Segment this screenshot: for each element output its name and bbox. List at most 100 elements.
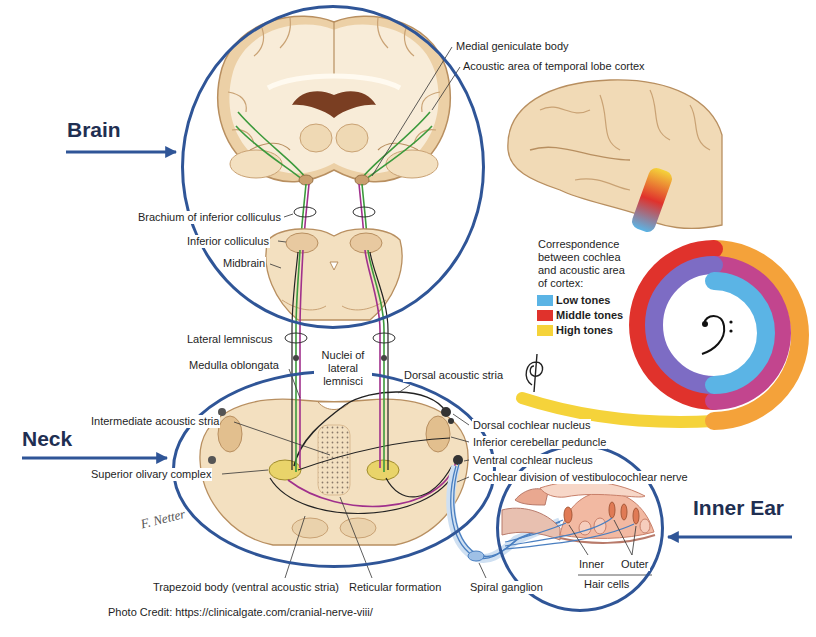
- outer-hair-cell: [633, 508, 639, 524]
- anatomy-label: Lateral lemniscus: [186, 333, 274, 346]
- gyrus-line: [575, 179, 630, 190]
- leader-line: [372, 47, 452, 176]
- auditory-radiation: [236, 126, 303, 180]
- sulcus: [228, 92, 246, 112]
- nerve-fibre: [505, 524, 634, 549]
- tract-ring: [285, 333, 307, 343]
- tone-patch: [630, 166, 674, 234]
- pyramid: [340, 518, 376, 538]
- anatomy-label: Medulla oblongata: [188, 359, 280, 372]
- bass-clef: [702, 316, 724, 354]
- auditory-radiation: [238, 112, 306, 178]
- thalamus: [336, 124, 368, 152]
- legend-text: Middle tones: [556, 309, 623, 322]
- region-heading: Neck: [22, 427, 72, 451]
- nerve-fibre: [505, 523, 566, 542]
- lemniscus-tract: [292, 252, 298, 470]
- legend-swatch: [537, 295, 553, 306]
- legend-swatch: [537, 325, 553, 336]
- tract-ring: [373, 333, 395, 343]
- outer-hair-cell: [621, 504, 627, 520]
- organ-of-corti: [560, 492, 654, 539]
- bass-clef: [702, 321, 708, 327]
- medial-geniculate: [299, 175, 313, 185]
- leader-lines: [222, 47, 652, 578]
- anatomy-label: Outer: [620, 558, 650, 571]
- nerve-fibre: [505, 518, 612, 546]
- region-circle: Neck: [172, 370, 496, 568]
- spiral-ganglion: [468, 551, 484, 561]
- cochlea-spiral: [714, 281, 766, 385]
- region-heading: Inner Ear: [693, 496, 784, 520]
- cochlear-nucleus: [441, 407, 451, 417]
- anatomy-label: Cochlear division of vestibulocochlear n…: [472, 471, 689, 484]
- bracket-line: [578, 575, 652, 576]
- anatomy-label: Dorsal cochlear nucleus: [472, 419, 591, 432]
- auditory-radiation: [362, 112, 430, 178]
- anatomy-label: Medial geniculate body: [455, 40, 570, 53]
- cerebellar-peduncle: [218, 416, 242, 452]
- bass-clef: [729, 329, 732, 332]
- cochlear-nucleus: [448, 418, 454, 424]
- gyrus-line: [600, 95, 620, 150]
- region-heading: Brain: [67, 118, 121, 142]
- leader-line: [222, 470, 268, 474]
- outer-hair-cell: [609, 502, 615, 518]
- brain-section: [218, 16, 450, 181]
- pointer-arrow: [66, 151, 176, 154]
- anatomy-label: Brachium of inferior colliculus: [137, 211, 282, 224]
- anatomy-label: Dorsal acoustic stria: [403, 369, 504, 382]
- cochlea-spiral: [654, 265, 714, 385]
- lemniscus-tract: [370, 252, 388, 470]
- region-outline: [183, 7, 484, 328]
- inner-hair-cell: [564, 507, 572, 523]
- leader-line: [479, 563, 486, 578]
- legend-text: High tones: [556, 324, 613, 337]
- tone-area: [630, 166, 674, 234]
- leader-line: [451, 437, 469, 442]
- anatomy-label: Reticular formation: [348, 581, 442, 594]
- gyrus-line: [530, 147, 630, 160]
- region-outline: [174, 372, 495, 567]
- inferior-colliculus: [350, 233, 382, 253]
- anatomy-label: Intermediate acoustic stria: [90, 415, 220, 428]
- anatomy-label: Nuclei of lateral lemnisci: [314, 349, 372, 388]
- sulcus: [414, 130, 436, 144]
- brain-lateral: [508, 80, 722, 229]
- longitudinal-fissure: [333, 22, 334, 78]
- anatomy-label: Spiral ganglion: [469, 581, 544, 594]
- support-cell: [594, 518, 606, 534]
- auditory-radiation: [365, 126, 432, 180]
- leader-line: [234, 422, 330, 455]
- anatomy-label: Inner: [578, 558, 605, 571]
- temporal-lobe: [230, 150, 282, 178]
- region-outline: [181, 5, 485, 329]
- gyrus-line: [540, 107, 590, 113]
- support-cell: [579, 521, 591, 535]
- anatomy-label: Acoustic area of temporal lobe cortex: [462, 60, 646, 73]
- anatomy-label: Trapezoid body (ventral acoustic stria): [152, 581, 340, 594]
- legend-swatch: [537, 310, 553, 321]
- leader-line: [278, 241, 286, 242]
- treble-clef: [526, 354, 542, 392]
- bass-clef: [729, 320, 732, 323]
- anatomy-label: Inferior colliculus: [186, 235, 270, 248]
- sulcus: [280, 18, 290, 48]
- trapezoid-fibres: [288, 462, 456, 506]
- artist-signature: F. Netter: [138, 507, 187, 531]
- dorsal-stria: [294, 392, 446, 466]
- lemniscus-nucleus: [293, 355, 299, 361]
- medial-geniculate: [355, 175, 369, 185]
- medulla-section: [200, 399, 468, 545]
- leader-line: [569, 525, 588, 555]
- trapezoid-fibres: [386, 466, 452, 497]
- gyrus-line: [650, 90, 670, 140]
- reticular-formation: [318, 425, 350, 495]
- cochlear-nucleus: [208, 456, 216, 464]
- leader-line: [632, 526, 636, 555]
- anatomy-label: Midbrain: [222, 257, 266, 270]
